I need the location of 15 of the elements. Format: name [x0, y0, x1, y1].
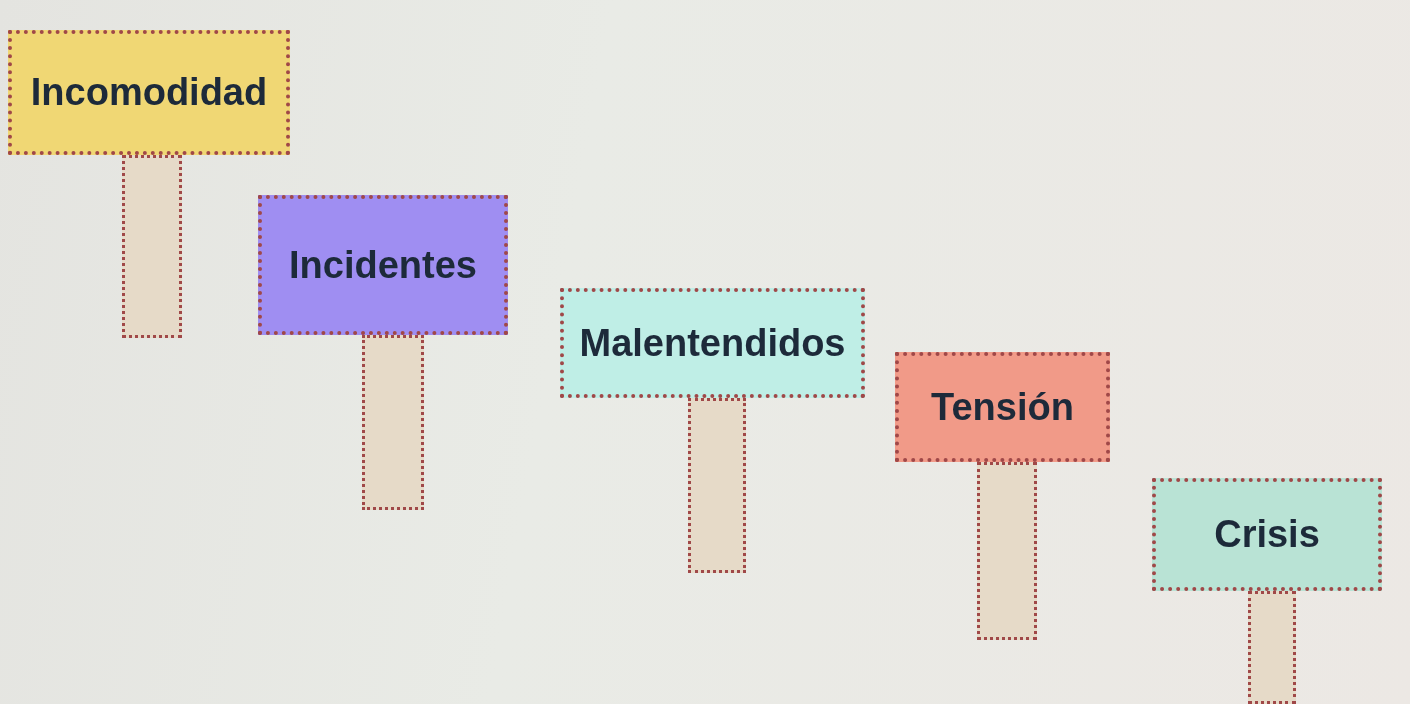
- sign-board: [560, 288, 865, 398]
- sign-board: [1152, 478, 1382, 591]
- sign-board: [258, 195, 508, 335]
- sign-post: [977, 462, 1037, 640]
- sign-label: Malentendidos: [579, 321, 846, 365]
- sign-board: [8, 30, 290, 155]
- sign-post: [688, 398, 746, 573]
- sign-post: [122, 155, 182, 338]
- sign-label: Crisis: [1214, 513, 1320, 556]
- sign-board: [895, 352, 1110, 462]
- sign-post: [362, 335, 424, 510]
- sign-label: Incomodidad: [30, 71, 268, 114]
- sign-post: [1248, 591, 1296, 704]
- sign-label: Tensión: [931, 385, 1074, 429]
- sign-label: Incidentes: [289, 243, 477, 287]
